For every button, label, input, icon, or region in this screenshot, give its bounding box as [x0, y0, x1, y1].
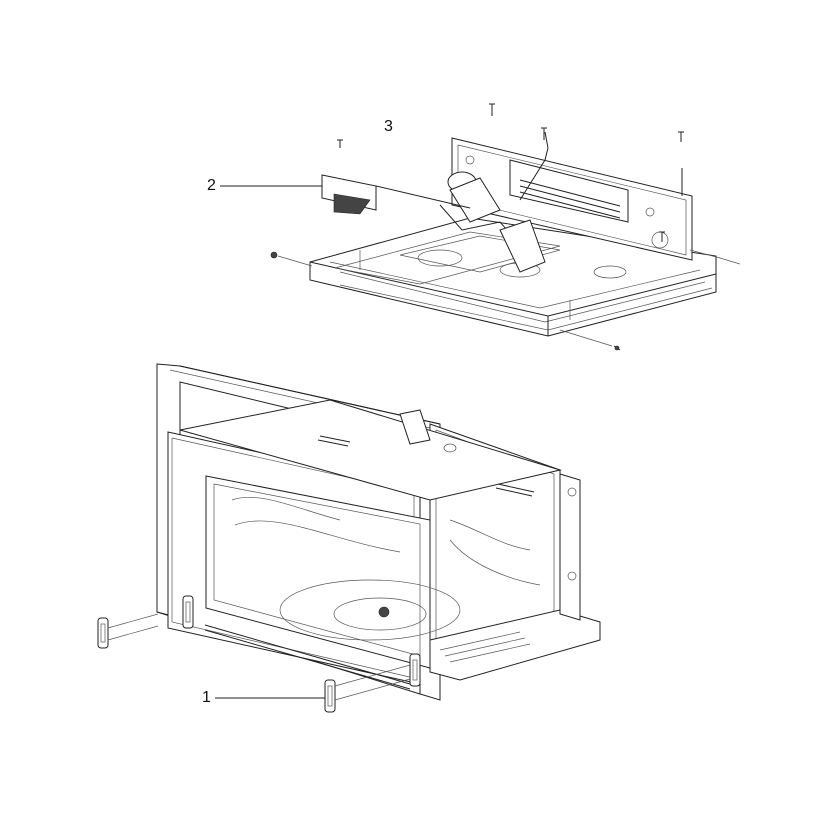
part-2-plate — [321, 174, 471, 215]
wire-harness — [519, 131, 549, 201]
screw-4 — [337, 139, 343, 148]
screw-6 — [559, 329, 621, 351]
base-plate — [309, 217, 717, 337]
upper-assembly — [270, 103, 741, 351]
base-vent — [439, 631, 531, 663]
latch-mid — [182, 595, 194, 629]
latch-right — [409, 653, 421, 687]
callout-3: 3 — [384, 118, 393, 135]
screw-2 — [541, 127, 547, 140]
callout-2: 2 — [207, 177, 216, 194]
rear-panel — [451, 137, 693, 261]
latch-left — [97, 613, 159, 649]
screw-3 — [678, 131, 684, 142]
screw-1 — [489, 103, 495, 116]
fan-motor — [439, 171, 546, 273]
callout-1: 1 — [202, 689, 211, 706]
cavity-top — [179, 399, 562, 501]
screw-5 — [659, 231, 665, 242]
oven-cavity — [156, 363, 601, 701]
turntable — [279, 579, 461, 641]
vent-grille — [519, 179, 621, 219]
right-rail — [559, 473, 581, 621]
latch-lower — [324, 664, 411, 713]
nut — [270, 251, 313, 267]
top-vent — [317, 435, 535, 497]
